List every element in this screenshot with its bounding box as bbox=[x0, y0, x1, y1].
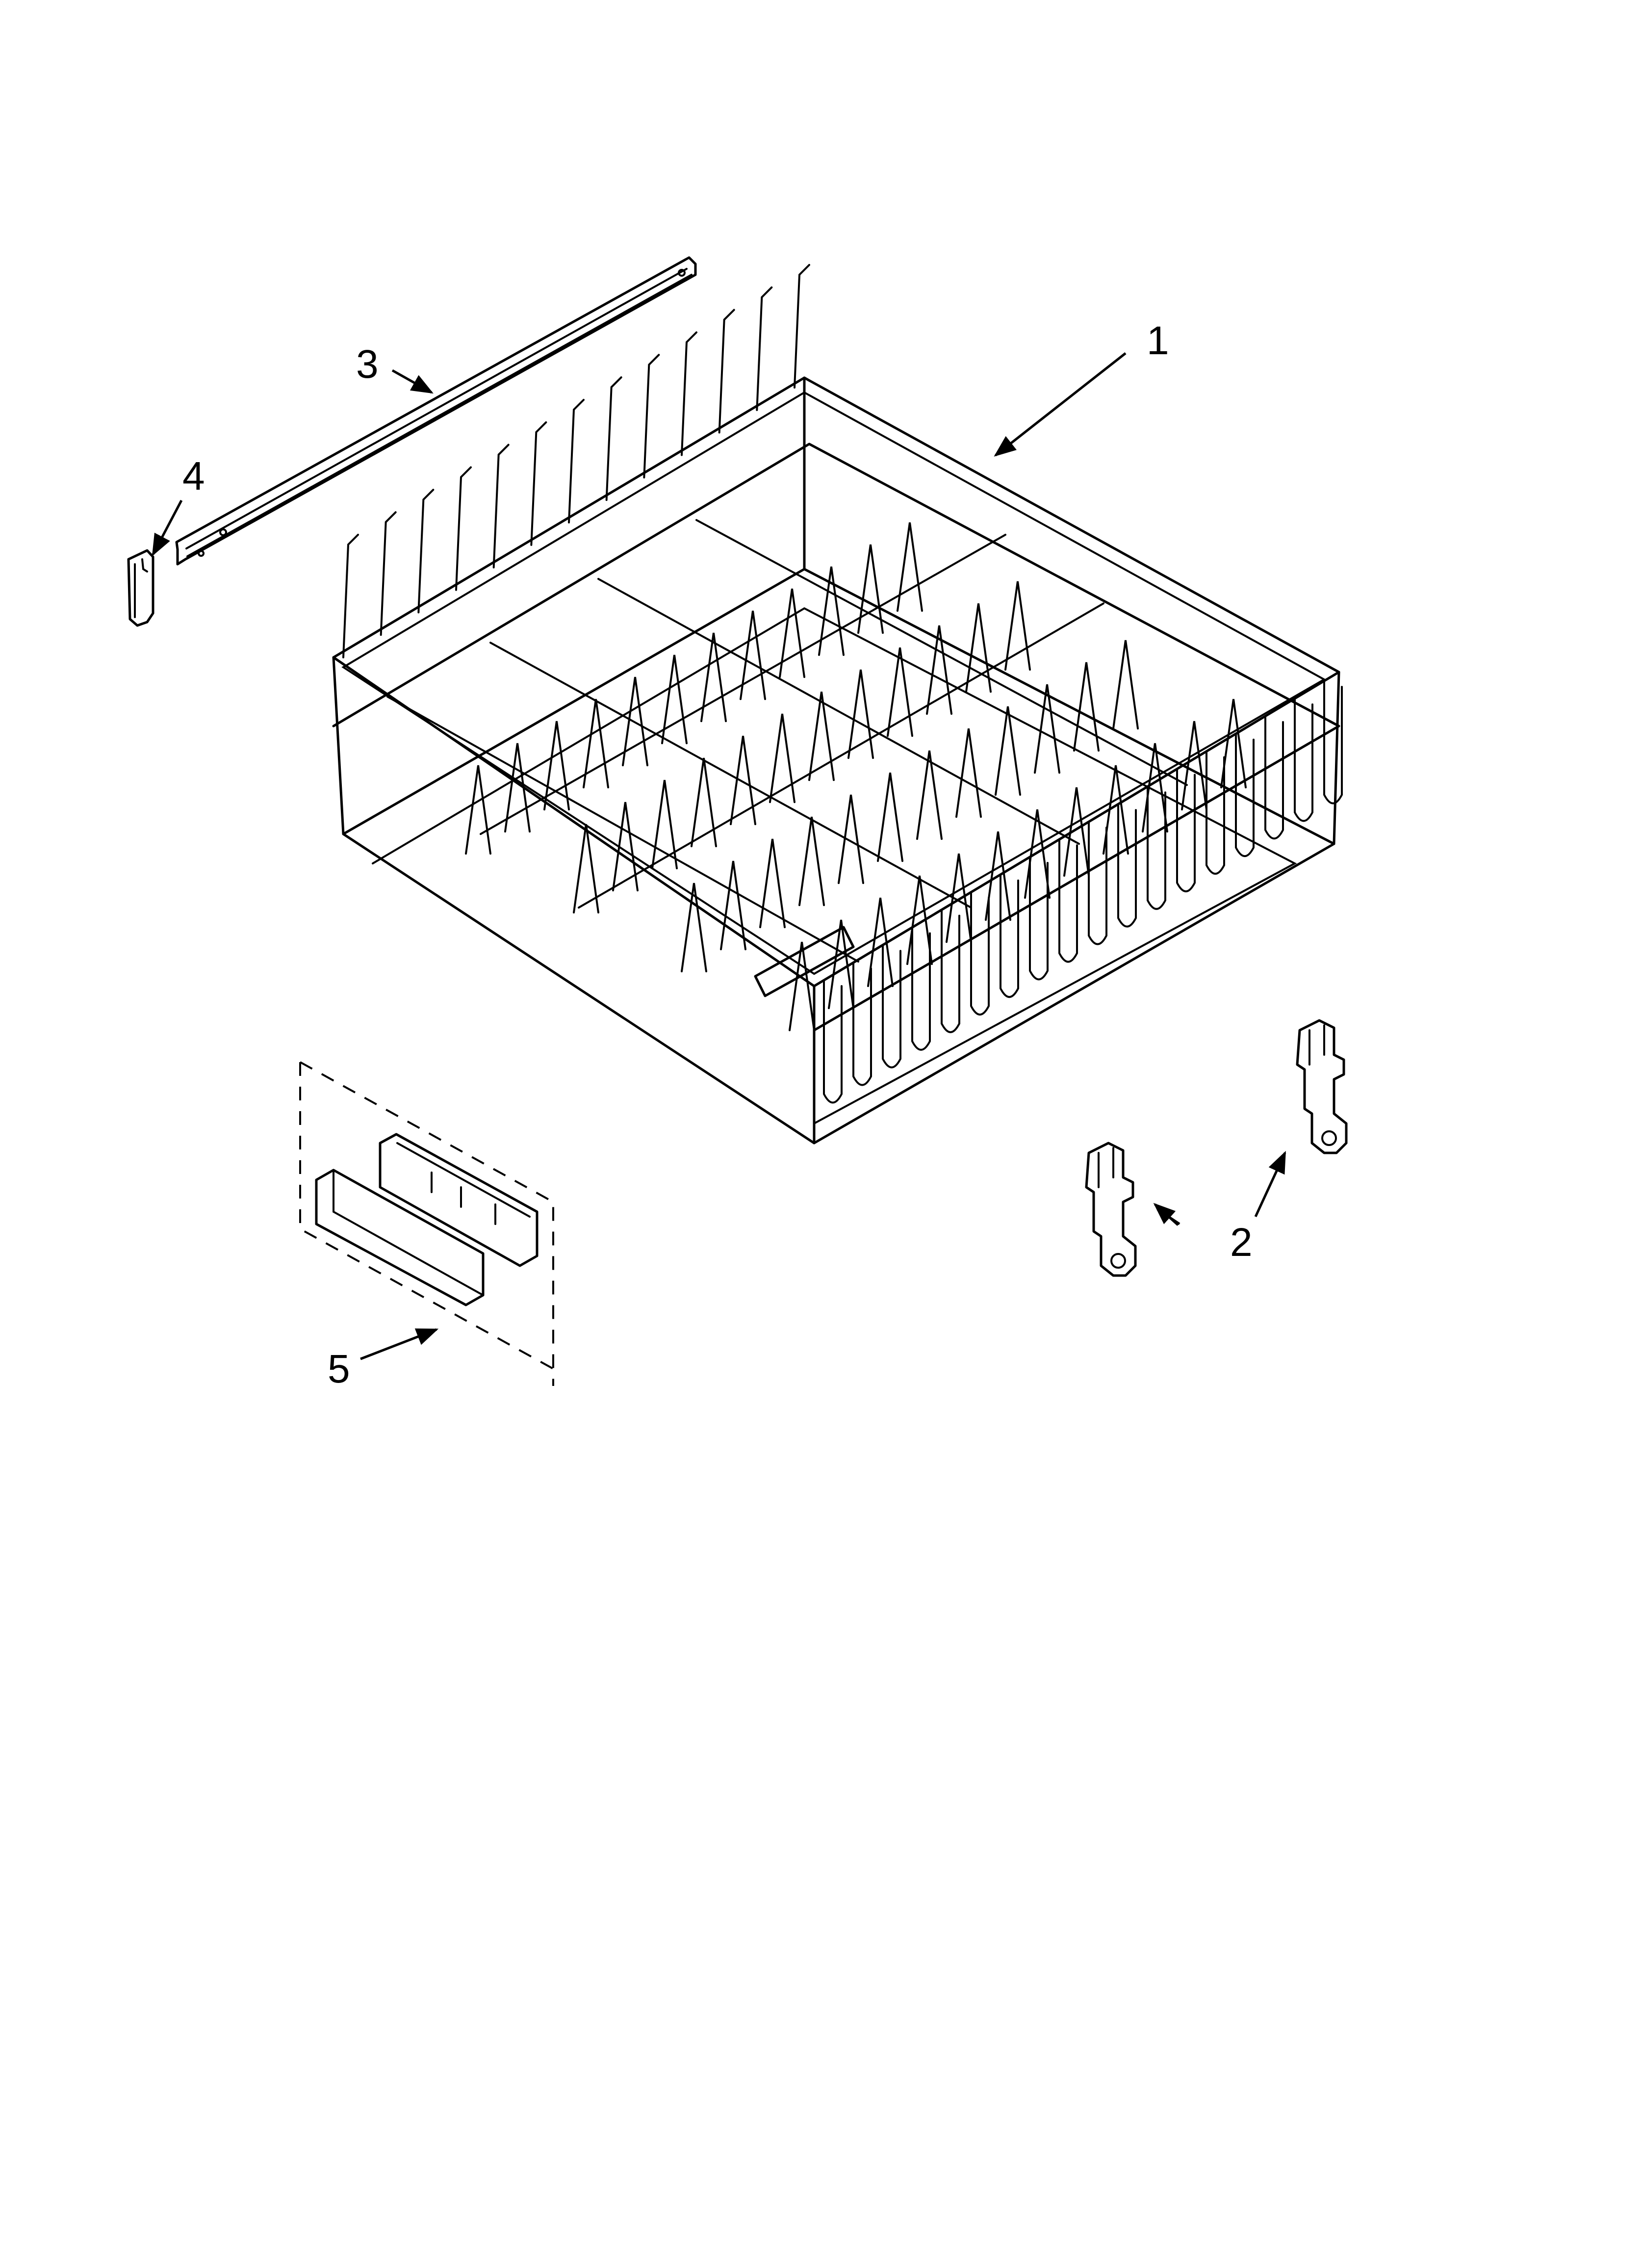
rack-dish-tine bbox=[583, 699, 609, 788]
rack-dish-tine bbox=[1063, 787, 1090, 877]
rack-dish-tine bbox=[965, 603, 992, 693]
leader-arrow-1 bbox=[994, 352, 1127, 457]
rail-end-cap-icon bbox=[127, 549, 154, 627]
rack-dish-tine bbox=[995, 706, 1021, 796]
rack-dish-tine bbox=[828, 919, 854, 1009]
rack-handle-kit-icon bbox=[299, 1061, 554, 1386]
rack-dish-tine bbox=[622, 677, 648, 766]
rack-dish-tine bbox=[740, 610, 766, 700]
callout-5: 5 bbox=[328, 1347, 350, 1391]
rack-tine-wire bbox=[794, 264, 810, 389]
leader-arrow-2a bbox=[1153, 1203, 1179, 1226]
rack-dish-tine bbox=[906, 875, 933, 965]
rack-tine-wire bbox=[756, 286, 773, 411]
rack-roller-icon bbox=[1296, 1019, 1348, 1154]
rack-dish-tine bbox=[651, 780, 678, 869]
rack-front-wire bbox=[1147, 786, 1166, 910]
rack-dish-tine bbox=[759, 838, 786, 928]
rack-dish-tine bbox=[1112, 640, 1139, 730]
rack-dish-tine bbox=[779, 588, 805, 678]
rack-tine-wire bbox=[492, 443, 510, 569]
rack-dish-tine bbox=[857, 544, 884, 634]
rack-dish-tine bbox=[1073, 662, 1100, 752]
rack-front-wire bbox=[1323, 681, 1343, 805]
callout-4: 4 bbox=[182, 454, 205, 498]
rack-dish-tine bbox=[465, 765, 491, 855]
track-rail-icon bbox=[175, 256, 697, 566]
rack-dish-tine bbox=[789, 941, 815, 1031]
callout-2: 2 bbox=[1230, 1220, 1253, 1265]
rack-dish-tine bbox=[543, 721, 570, 810]
rack-tine-wire bbox=[380, 511, 397, 636]
rack-front-wire bbox=[1000, 874, 1019, 998]
callout-1: 1 bbox=[1147, 318, 1169, 363]
rack-tine-wire bbox=[643, 354, 660, 479]
rack-dish-tine bbox=[1024, 809, 1051, 899]
rack-dish-tine bbox=[955, 728, 982, 818]
rack-dish-tine bbox=[838, 794, 864, 884]
rack-tine-wire bbox=[530, 421, 547, 546]
leader-arrow-4 bbox=[152, 499, 183, 556]
rack-dish-tine bbox=[1142, 743, 1168, 833]
rack-front-wire bbox=[882, 945, 901, 1069]
rack-front-wire bbox=[1029, 857, 1049, 981]
rack-dish-tine bbox=[1034, 684, 1060, 774]
rack-dish-tine bbox=[681, 883, 707, 972]
rack-tine-wire bbox=[417, 489, 435, 614]
rack-front-wire bbox=[1088, 822, 1107, 945]
rack-dish-tine bbox=[818, 566, 845, 656]
rack-dish-tine bbox=[504, 743, 531, 833]
rack-dish-tine bbox=[897, 522, 923, 612]
leader-arrow-5 bbox=[360, 1328, 439, 1360]
rack-front-wire bbox=[941, 910, 960, 1033]
leader-arrow-3 bbox=[391, 369, 434, 394]
rack-front-wire bbox=[1176, 769, 1196, 892]
rack-front-wire bbox=[911, 927, 931, 1051]
leader-arrow-2b bbox=[1254, 1150, 1286, 1218]
rack-tine-wire bbox=[455, 466, 472, 591]
callout-3: 3 bbox=[356, 342, 379, 387]
rack-dish-tine bbox=[887, 647, 913, 737]
rack-dish-tine bbox=[661, 654, 688, 744]
rack-tine-wire bbox=[718, 309, 735, 434]
rack-dish-tine bbox=[798, 816, 825, 906]
rack-dish-tine bbox=[985, 831, 1011, 921]
rack-front-wire bbox=[823, 980, 843, 1104]
rack-roller-icon bbox=[1085, 1142, 1137, 1277]
rack-dish-tine bbox=[916, 750, 943, 840]
rack-front-wire bbox=[1206, 751, 1225, 875]
rack-front-wire bbox=[1117, 804, 1137, 928]
rack-dish-tine bbox=[867, 897, 894, 987]
rack-tine-wire bbox=[342, 534, 359, 658]
rack-dish-tine bbox=[720, 860, 746, 950]
dishrack-wire-basket-icon bbox=[332, 264, 1343, 1145]
rack-dish-tine bbox=[691, 757, 717, 847]
rack-front-wire bbox=[1058, 839, 1078, 963]
rack-dish-tine bbox=[808, 691, 835, 781]
rack-dish-tine bbox=[1004, 581, 1031, 671]
rack-front-wire bbox=[1294, 698, 1313, 822]
rack-tine-wire bbox=[605, 376, 622, 501]
rack-dish-tine bbox=[1181, 721, 1207, 810]
rack-tine-wire bbox=[568, 399, 585, 523]
rack-tine-wire bbox=[681, 331, 697, 456]
rack-dish-tine bbox=[700, 632, 727, 722]
rack-front-wire bbox=[1235, 733, 1255, 857]
rack-dish-tine bbox=[730, 735, 756, 825]
rack-dish-tine bbox=[1220, 699, 1247, 788]
rack-dish-tine bbox=[926, 625, 952, 715]
rack-dish-tine bbox=[877, 772, 903, 862]
rack-dish-tine bbox=[573, 824, 599, 913]
rack-dish-tine bbox=[946, 853, 972, 943]
rack-front-wire bbox=[1264, 716, 1284, 840]
rack-dish-tine bbox=[1103, 765, 1129, 855]
rack-front-wire bbox=[852, 963, 872, 1086]
rack-dish-tine bbox=[612, 802, 639, 891]
rack-front-wire bbox=[970, 892, 990, 1016]
rack-dish-tine bbox=[769, 713, 795, 803]
